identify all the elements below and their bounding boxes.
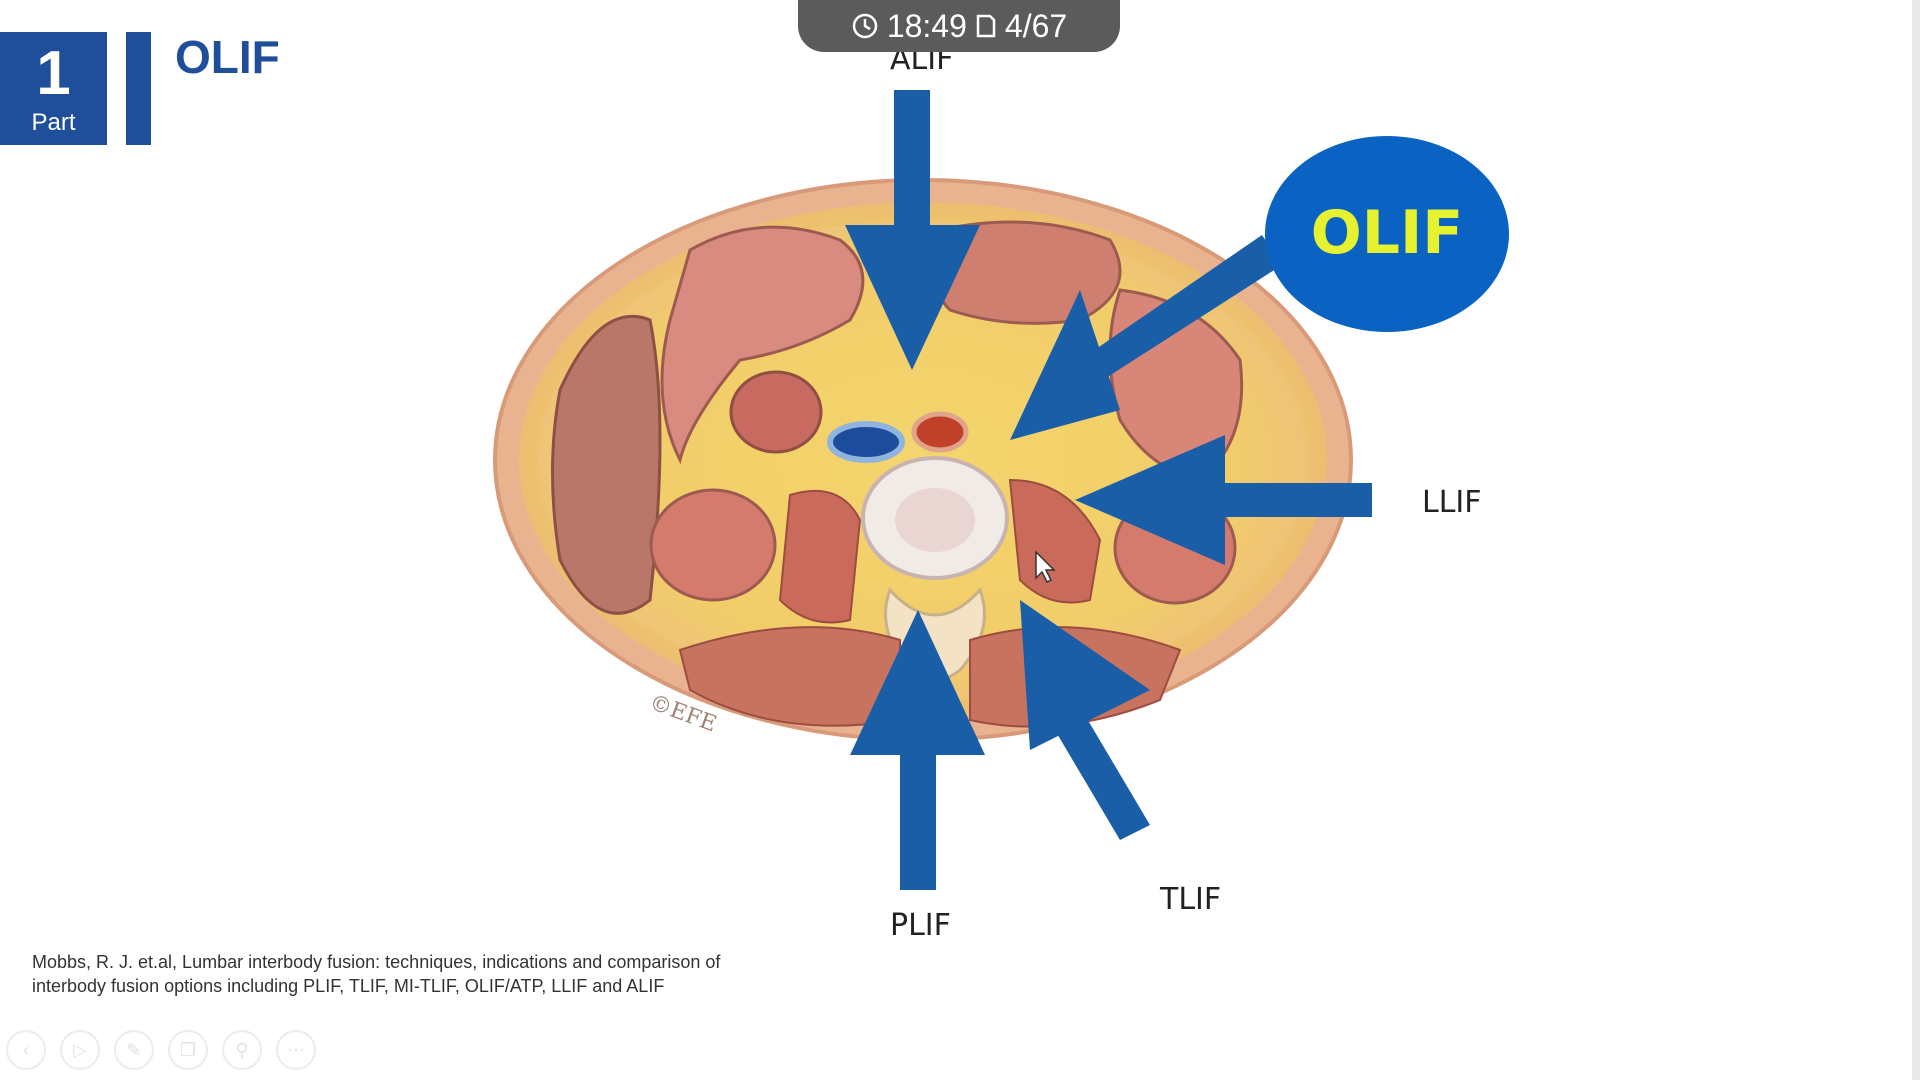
- tlif-arrow: [1020, 600, 1150, 840]
- title-accent-bar: [126, 32, 151, 145]
- citation-line-2: interbody fusion options including PLIF,…: [32, 976, 665, 996]
- plif-label: PLIF: [890, 908, 951, 943]
- olif-arrow: [1010, 235, 1282, 440]
- citation: Mobbs, R. J. et.al, Lumbar interbody fus…: [32, 950, 792, 998]
- clock-icon: [852, 13, 878, 39]
- alif-arrow: [845, 90, 980, 370]
- left-kidney: [649, 488, 777, 602]
- window-edge: [1912, 0, 1920, 1080]
- presentation-status-pill: 18:49 4/67: [798, 0, 1120, 52]
- olif-bubble: [1265, 136, 1509, 332]
- clock-time: 18:49: [886, 7, 967, 44]
- vena-cava: [827, 421, 905, 463]
- llif-arrow: [1075, 435, 1372, 565]
- presentation-toolbar: ‹ ▷ ✎ ❐ ⚲ ⋯: [6, 1030, 316, 1070]
- mouse-cursor: [1035, 550, 1056, 584]
- zoom-icon[interactable]: ⚲: [222, 1030, 262, 1070]
- slides-icon[interactable]: ❐: [168, 1030, 208, 1070]
- slide-icon: [976, 14, 996, 38]
- play-icon[interactable]: ▷: [60, 1030, 100, 1070]
- part-number: 1: [36, 39, 71, 108]
- part-badge: 1 Part: [0, 32, 107, 145]
- llif-label: LLIF: [1422, 485, 1482, 520]
- citation-line-1: Mobbs, R. J. et.al, Lumbar interbody fus…: [32, 952, 721, 972]
- intestines: [660, 225, 865, 465]
- plif-arrow: [850, 610, 985, 890]
- slide-counter: 4/67: [1004, 7, 1068, 44]
- pen-icon[interactable]: ✎: [114, 1030, 154, 1070]
- prev-icon[interactable]: ‹: [6, 1030, 46, 1070]
- liver: [551, 314, 662, 615]
- part-label: Part: [31, 109, 76, 136]
- more-icon[interactable]: ⋯: [276, 1030, 316, 1070]
- tlif-label: TLIF: [1160, 882, 1222, 917]
- aorta: [911, 411, 969, 453]
- olif-bubble-label: OLIF: [1310, 198, 1464, 268]
- slide-title: OLIF: [175, 31, 280, 83]
